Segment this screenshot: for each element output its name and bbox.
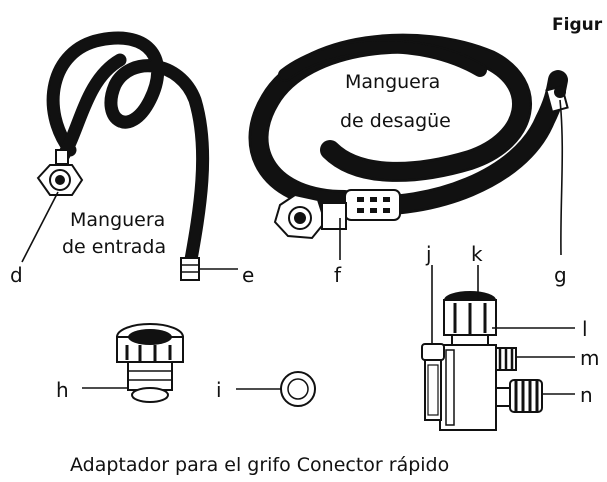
quick-connector-knob-k	[444, 291, 496, 345]
callout-h: h	[56, 378, 69, 402]
callout-l: l	[582, 317, 588, 341]
inlet-hose-fitting-e	[181, 258, 199, 280]
callout-n: n	[580, 383, 593, 407]
callout-m: m	[580, 346, 599, 370]
callout-i: i	[216, 378, 222, 402]
washer-i	[281, 372, 315, 406]
inlet-hose-label-line1: Manguera	[70, 209, 165, 231]
callout-line-g	[560, 100, 562, 255]
callout-k: k	[471, 242, 483, 266]
caption: Adaptador para el grifo Conector rápido	[70, 454, 449, 476]
drain-hose-label-line2: de desagüe	[340, 110, 451, 132]
figure-label: Figur	[552, 15, 603, 35]
callout-d: d	[10, 263, 23, 287]
quick-connector-outlet-n	[496, 380, 542, 412]
quick-connector-port-m	[496, 348, 516, 370]
callout-j: j	[425, 242, 432, 266]
quick-connector-collar-j	[422, 344, 444, 420]
callout-line-d	[22, 192, 58, 262]
inlet-hose-label-line2: de entrada	[62, 236, 166, 258]
callout-g: g	[554, 263, 567, 287]
quick-connector	[422, 291, 542, 430]
drain-hose-label-line1: Manguera	[345, 71, 440, 93]
faucet-adapter-h	[117, 324, 183, 402]
callout-e: e	[242, 263, 254, 287]
drain-hose-sleeve	[345, 190, 400, 220]
inlet-hose-coupling-d	[38, 150, 82, 195]
callout-f: f	[334, 263, 342, 287]
